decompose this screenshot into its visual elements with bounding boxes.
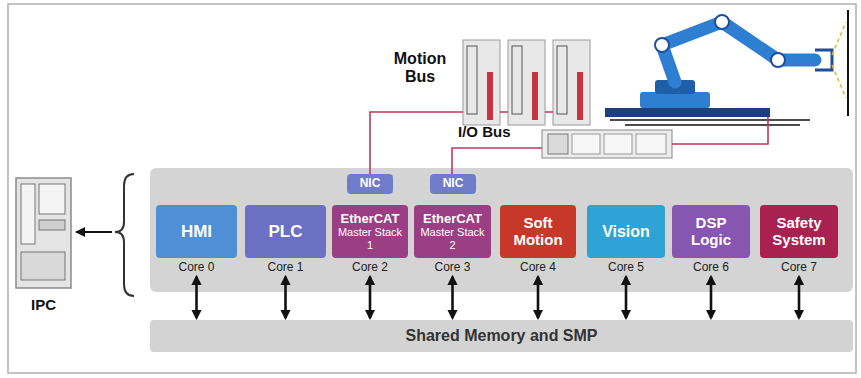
box-subtitle: Master Stack 1 <box>335 226 405 251</box>
core-task-box: Safety SystemCore 7 <box>760 205 838 275</box>
robot-base <box>640 92 710 108</box>
core-task-box: DSP LogicCore 6 <box>672 205 750 275</box>
drive-case <box>508 40 545 125</box>
shared-memory-bar: Shared Memory and SMP <box>150 320 853 352</box>
io-slice <box>636 134 666 154</box>
box-title: Soft Motion <box>503 215 573 249</box>
box-fill: NIC <box>430 174 476 194</box>
box-title: EtherCAT <box>423 212 482 227</box>
ipc-panel <box>39 184 65 214</box>
sensor-beam <box>832 22 846 55</box>
task-box-fill: EtherCATMaster Stack 1 <box>332 205 408 258</box>
robot-arm <box>605 10 848 125</box>
double-arrow <box>195 277 198 318</box>
drive-led-bar <box>532 72 538 120</box>
drive-detail <box>512 46 522 114</box>
rail-line <box>625 124 800 126</box>
core-task-box: PLC Core 1 <box>245 205 326 275</box>
device-label: IPC <box>16 296 71 313</box>
task-box-fill: Vision <box>587 205 665 258</box>
task-box-fill: DSP Logic <box>672 205 750 258</box>
io-slice <box>604 134 632 154</box>
drive-detail <box>467 46 477 114</box>
servo-drives <box>463 40 590 125</box>
robot-gripper <box>815 50 832 70</box>
task-box-fill: HMI <box>156 205 237 258</box>
task-box-fill: Safety System <box>760 205 838 258</box>
box-title: PLC <box>269 222 303 241</box>
bus-label: Motion Bus <box>384 50 456 87</box>
box-fill: Shared Memory and SMP <box>150 320 853 352</box>
motion-bus-wire <box>370 112 463 174</box>
bus-label: I/O Bus <box>458 123 528 140</box>
task-box-fill: PLC <box>245 205 326 258</box>
core-number: Core 6 <box>672 261 750 275</box>
box-title: Safety System <box>763 215 835 249</box>
double-arrow <box>284 277 287 318</box>
robot-joint <box>655 38 669 52</box>
core-number: Core 4 <box>500 261 576 275</box>
work-surface <box>847 10 849 116</box>
core-number: Core 2 <box>332 261 408 275</box>
drive-case <box>463 40 500 125</box>
robot-joint <box>715 15 729 29</box>
nic-box: NIC <box>347 174 393 194</box>
core-number: Core 3 <box>414 261 491 275</box>
robot-joint <box>771 53 785 67</box>
double-arrow <box>625 277 628 318</box>
box-title: Vision <box>602 223 650 241</box>
motion-bus-wire <box>500 111 553 113</box>
core-number: Core 7 <box>760 261 838 275</box>
double-arrow <box>451 277 454 318</box>
core-number: Core 1 <box>245 261 326 275</box>
sensor-beam <box>832 65 846 98</box>
nic-box: NIC <box>430 174 476 194</box>
task-box-fill: Soft Motion <box>500 205 576 258</box>
ipc-base <box>21 252 65 280</box>
io-module <box>542 130 672 158</box>
box-title: NIC <box>360 177 381 190</box>
drive-detail <box>557 46 567 114</box>
outer-frame <box>8 4 856 373</box>
task-box-fill: EtherCATMaster Stack 2 <box>414 205 491 258</box>
double-arrow <box>798 277 801 318</box>
core-task-box: Soft MotionCore 4 <box>500 205 576 275</box>
core-task-box: EtherCATMaster Stack 2 Core 3 <box>414 205 491 275</box>
double-arrow <box>537 277 540 318</box>
core-task-box: EtherCATMaster Stack 1 Core 2 <box>332 205 408 275</box>
io-bus-wire <box>672 117 768 144</box>
core-number: Core 0 <box>156 261 237 275</box>
io-slice <box>548 134 568 154</box>
drive-led-bar <box>487 72 493 120</box>
box-title: HMI <box>181 222 212 241</box>
core-task-box: HMI Core 0 <box>156 205 237 275</box>
double-arrow <box>710 277 713 318</box>
double-arrow <box>369 277 372 318</box>
robot-links <box>662 22 815 82</box>
box-title: EtherCAT <box>341 212 400 227</box>
io-bus-wire <box>452 148 542 174</box>
box-fill: NIC <box>347 174 393 194</box>
box-title: Shared Memory and SMP <box>405 327 597 345</box>
ipc-icon <box>16 178 71 288</box>
curly-bracket <box>115 174 134 296</box>
ipc-bay <box>21 184 35 244</box>
core-task-box: VisionCore 5 <box>587 205 665 275</box>
box-subtitle: Master Stack 2 <box>417 226 488 251</box>
robot-platform <box>605 108 770 117</box>
ipc-case <box>16 178 71 288</box>
drive-led-bar <box>577 72 583 120</box>
cpu-panel <box>150 168 853 292</box>
box-title: DSP Logic <box>675 215 747 249</box>
io-rail <box>542 130 672 158</box>
pointer-arrow <box>76 231 112 233</box>
core-number: Core 5 <box>587 261 665 275</box>
ipc-slot <box>39 220 65 230</box>
io-slice <box>572 134 600 154</box>
box-title: NIC <box>443 177 464 190</box>
rail-line <box>610 119 810 121</box>
drive-case <box>553 40 590 125</box>
